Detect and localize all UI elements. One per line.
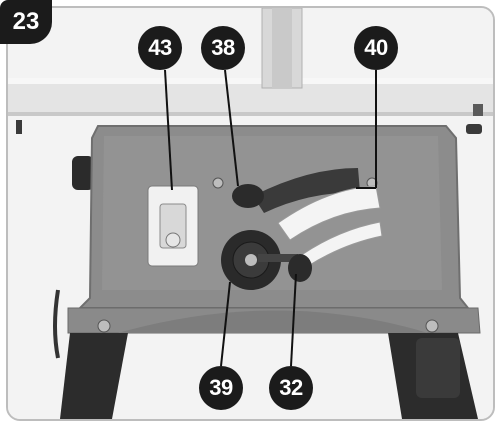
bevel-lock-knob [232,184,264,208]
table-saw-illustration [8,8,493,419]
callout-43: 43 [138,26,182,70]
callout-32: 32 [269,366,313,410]
height-lock-knob [288,254,312,282]
callout-39: 39 [199,366,243,410]
callout-38: 38 [201,26,245,70]
figure-number-badge: 23 [0,0,52,44]
figure-frame [6,6,495,421]
callout-40: 40 [354,26,398,70]
